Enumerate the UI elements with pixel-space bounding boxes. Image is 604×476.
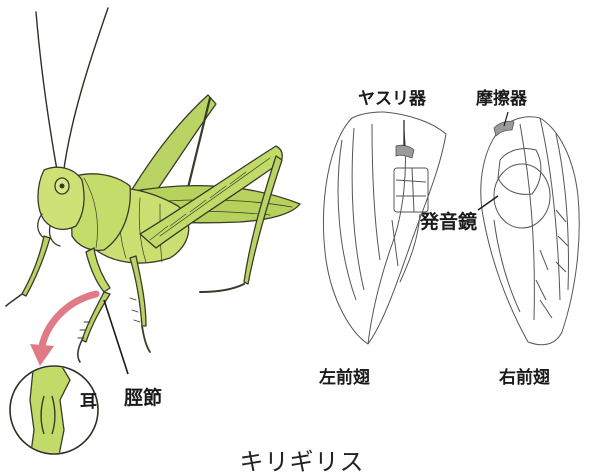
sound-mirror-leader-line: [477, 195, 499, 211]
head: [37, 166, 85, 231]
front-leg-left: [21, 235, 51, 297]
pronotum: [69, 173, 131, 252]
scraper-marker: [493, 120, 515, 137]
foreleg-tibia: [81, 291, 111, 343]
label-left-forewing: 左前翅: [319, 368, 370, 388]
label-tibia: 脛節: [124, 387, 163, 409]
foreleg-femur: [85, 247, 111, 293]
label-file-organ: ヤスリ器: [358, 89, 426, 109]
label-ear: 耳: [80, 392, 97, 412]
label-scraper: 摩擦器: [476, 89, 527, 109]
middle-leg: [129, 255, 147, 327]
tibia-leader-line: [103, 299, 129, 375]
hind-femur-back: [127, 94, 217, 207]
antenna-right: [62, 7, 109, 177]
hind-tarsus: [199, 283, 245, 293]
antenna-left: [35, 11, 59, 177]
right-forewing-diagram: [480, 116, 580, 346]
label-right-forewing: 右前翅: [499, 368, 550, 388]
ear-magnified-circle: [9, 365, 99, 455]
magnify-arrowhead: [30, 344, 54, 366]
scraper-leader-line: [503, 111, 509, 127]
hind-tibia-front: [243, 155, 283, 285]
caption-katydid: キリギリス: [239, 448, 365, 476]
katydid-illustration: [5, 7, 301, 363]
label-sound-mirror: 発音鏡: [420, 211, 478, 233]
left-forewing-diagram: [323, 111, 447, 345]
magnify-arrow: [38, 290, 100, 350]
file-organ-marker: [395, 144, 415, 159]
